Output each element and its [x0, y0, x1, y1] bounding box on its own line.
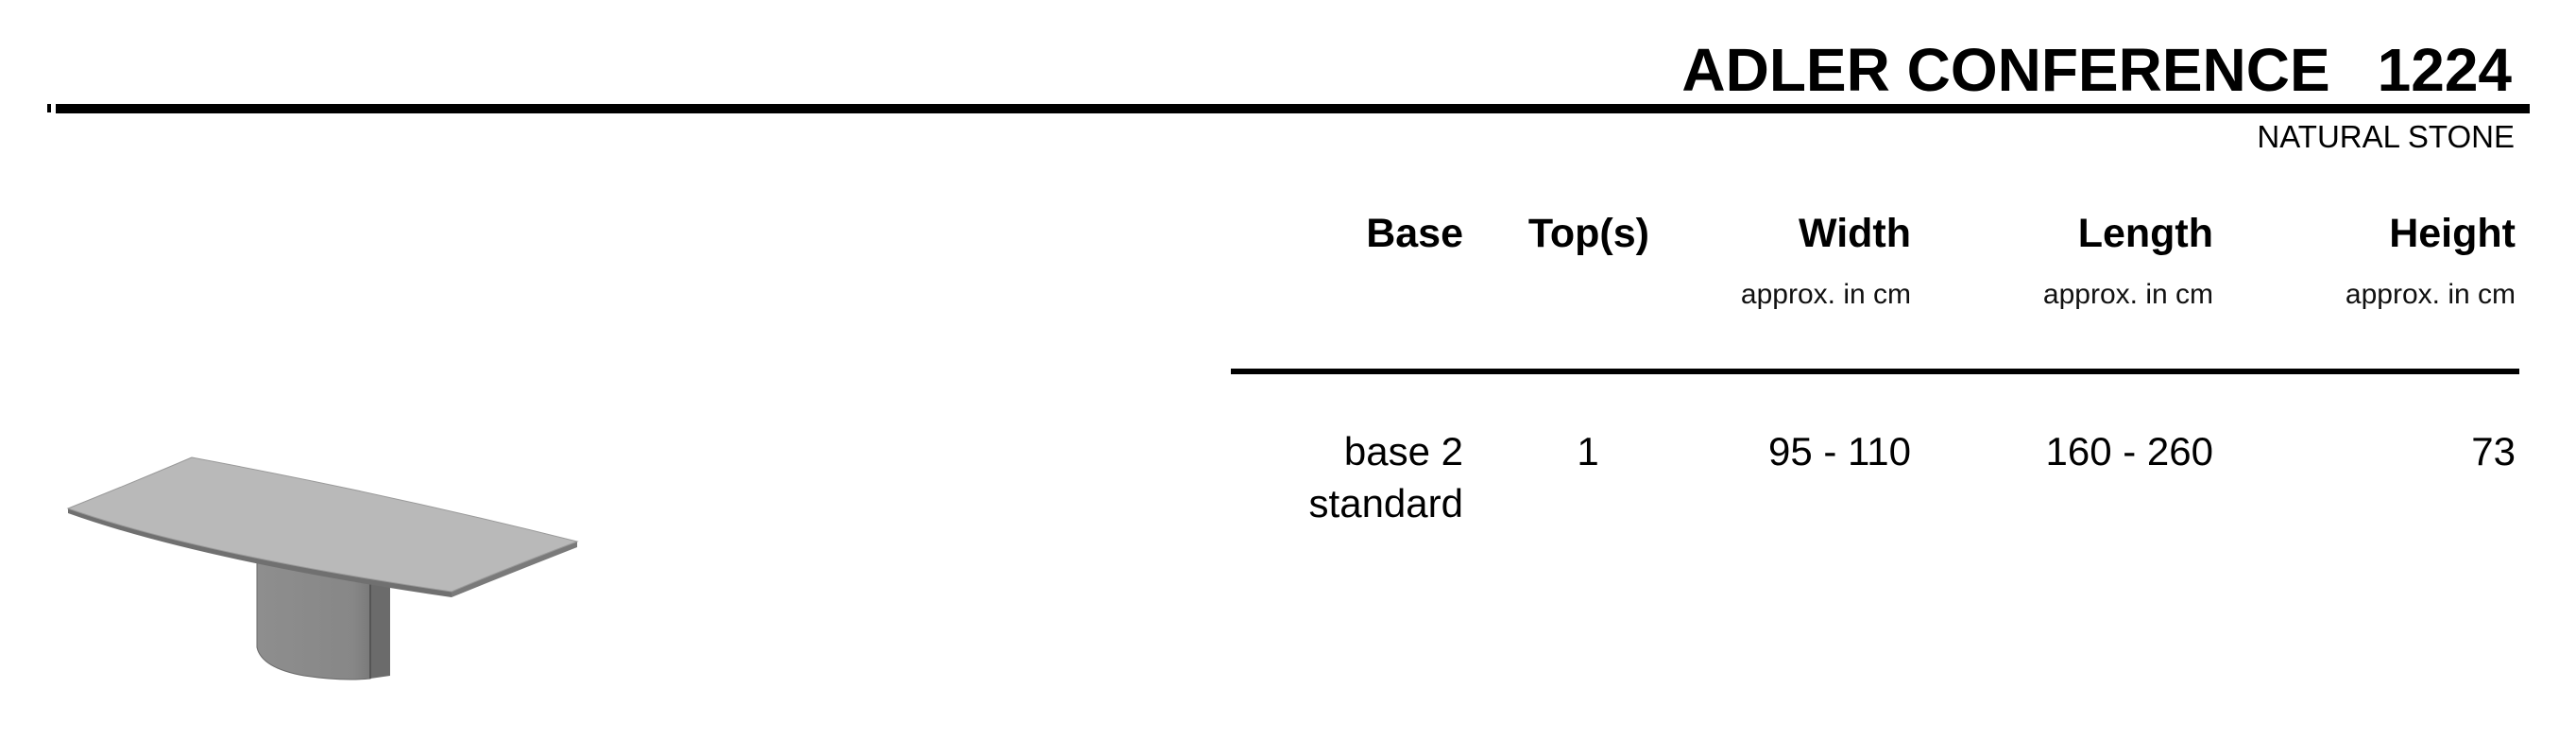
conference-table-icon	[66, 456, 579, 680]
cell-height: 73	[2471, 429, 2516, 473]
cell-base-line2: standard	[1308, 481, 1463, 525]
material-label: NATURAL STONE	[2257, 119, 2515, 154]
product-image	[59, 449, 586, 693]
column-unit-label: approx. in cm	[2042, 279, 2213, 310]
column-header-width: Width approx. in cm	[1741, 210, 1911, 312]
column-header-label: Length	[2077, 211, 2213, 256]
cell-width: 95 - 110	[1768, 429, 1911, 473]
column-unit-label: approx. in cm	[1740, 279, 1911, 310]
product-name: ADLER CONFERENCE	[1681, 36, 2330, 104]
column-header-label: Height	[2389, 211, 2516, 256]
column-header-length: Length approx. in cm	[2043, 210, 2213, 312]
column-header-label: Top(s)	[1527, 211, 1649, 256]
header-rule-tick	[47, 104, 51, 112]
column-header-label: Base	[1366, 211, 1463, 256]
page-title: ADLER CONFERENCE 1224	[1681, 34, 2512, 106]
column-unit-label: approx. in cm	[2345, 279, 2516, 310]
column-header-label: Width	[1798, 211, 1911, 256]
column-header-base: Base	[1366, 210, 1463, 257]
header-rule	[56, 104, 2530, 113]
cell-base: base 2 standard	[1309, 425, 1463, 529]
table-header-rule	[1231, 369, 2519, 374]
cell-base-line1: base 2	[1343, 429, 1463, 473]
cell-length: 160 - 260	[2045, 429, 2213, 473]
column-header-tops: Top(s)	[1528, 210, 1649, 257]
model-number: 1224	[2377, 36, 2512, 104]
column-header-height: Height approx. in cm	[2346, 210, 2516, 312]
cell-tops: 1	[1577, 429, 1599, 473]
